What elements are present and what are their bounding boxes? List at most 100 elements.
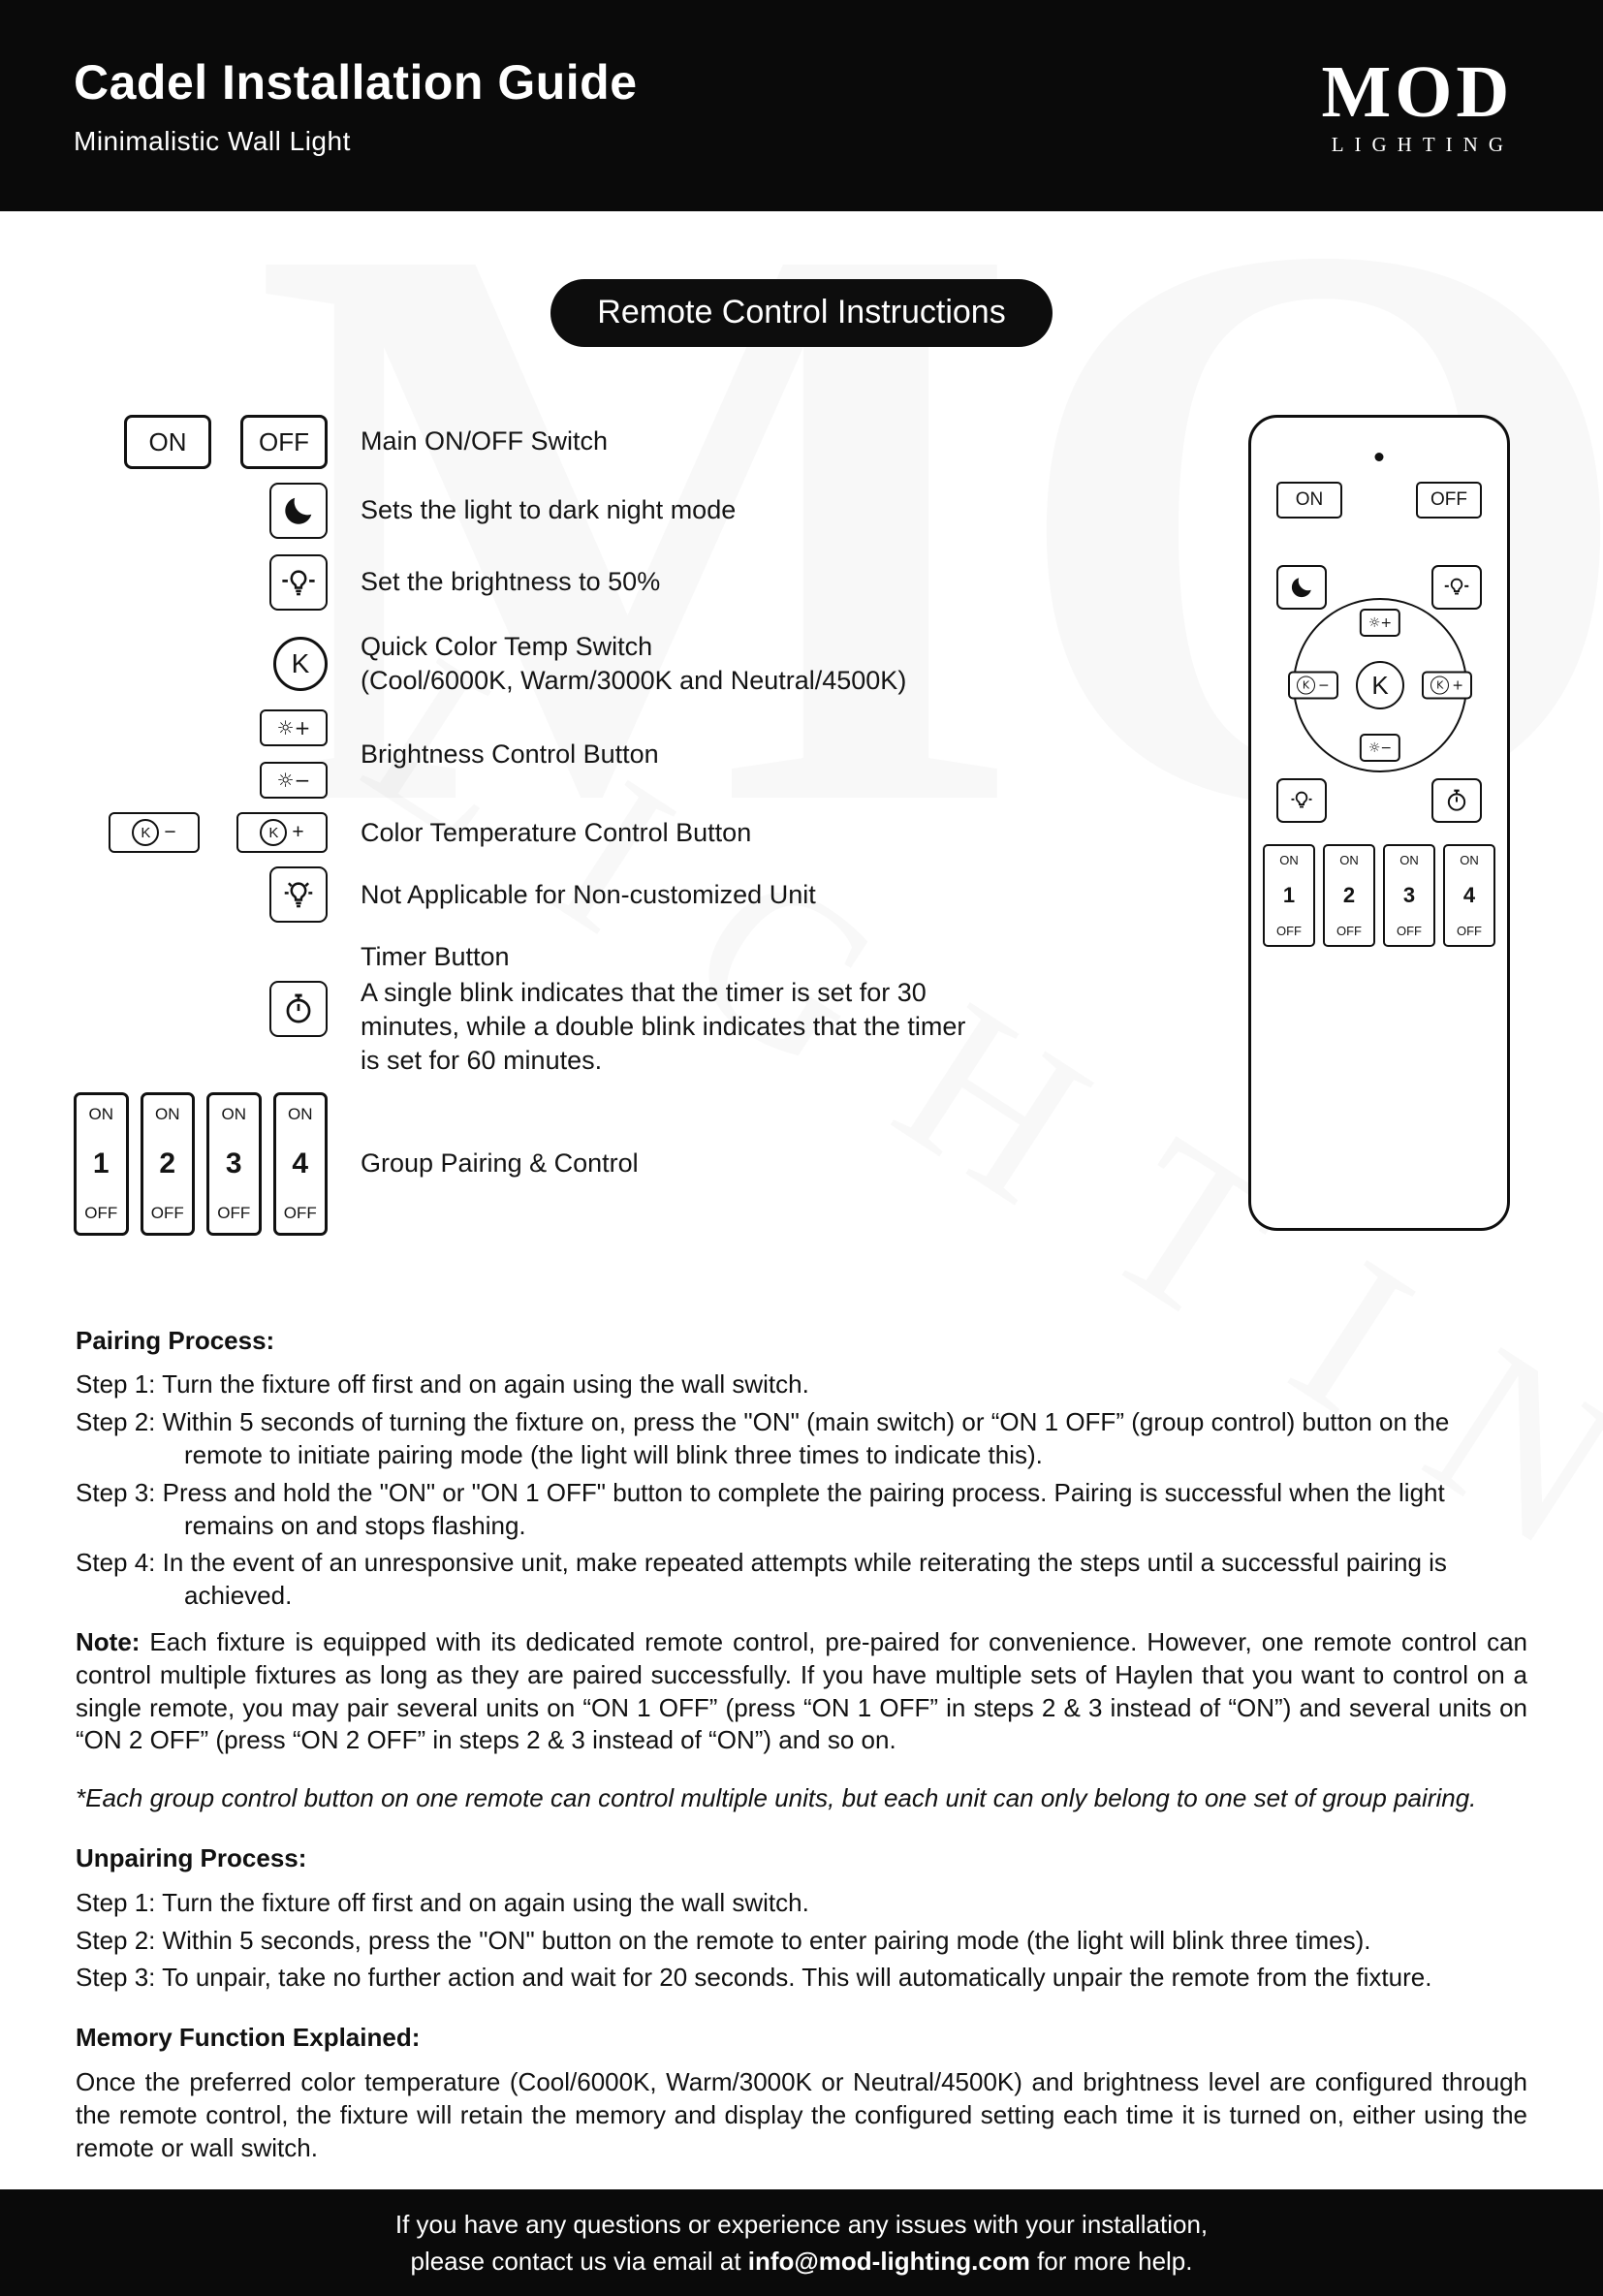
bulb-rays-icon [269, 866, 328, 924]
group-off-label: OFF [1457, 924, 1482, 938]
unpairing-step: Step 3: To unpair, take no further actio… [76, 1963, 1432, 1993]
unpairing-step: Step 2: Within 5 seconds, press the "ON"… [76, 1925, 1371, 1955]
contact-email-link[interactable]: info@mod-lighting.com [747, 2246, 1030, 2276]
k-circle-icon: K [260, 819, 288, 847]
group-number: 1 [1282, 883, 1296, 907]
group-off-label: OFF [1397, 924, 1422, 938]
group-on-label: ON [221, 1104, 247, 1123]
group-number: 2 [1342, 883, 1356, 907]
group-number: 2 [159, 1147, 176, 1179]
color-temp-minus-button: K − [109, 812, 200, 854]
minus-sign: − [1318, 677, 1330, 693]
brand-logo-main: MOD [1321, 50, 1514, 133]
plus-sign: + [292, 821, 304, 844]
group-off-label: OFF [150, 1203, 184, 1222]
timer-icon [1431, 778, 1482, 823]
legend-row-brightness-50: Set the brightness to 50% [74, 554, 990, 611]
legend-label: Sets the light to dark night mode [361, 495, 737, 525]
color-temp-plus-button: K + [1422, 671, 1472, 700]
timer-description: A single blink indicates that the timer … [361, 978, 966, 1076]
legend-row-brightness-control: ☼+ ☼− Brightness Control Button [74, 709, 990, 800]
pairing-step: Step 1: Turn the fixture off first and o… [76, 1369, 809, 1400]
group-off-label: OFF [1336, 924, 1362, 938]
unpairing-process-title: Unpairing Process: [76, 1842, 307, 1872]
memory-function-title: Memory Function Explained: [76, 2023, 421, 2053]
remote-group-buttons: ON 1 OFF ON 2 OFF ON 3 OFF ON 4 OFF [1251, 844, 1507, 947]
remote-instructions-section: ON OFF Main ON/OFF Switch Sets the light… [0, 415, 1603, 1236]
icon-cell [74, 483, 328, 539]
group-on-label: ON [1399, 853, 1419, 867]
footer: If you have any questions or experience … [0, 2189, 1603, 2296]
group-on-label: ON [88, 1104, 114, 1123]
group-pairing-footnote: *Each group control button on one remote… [76, 1783, 1477, 1813]
brightness-plus-button: ☼+ [260, 709, 328, 747]
group-buttons: ON 1 OFF ON 2 OFF ON 3 OFF [74, 1091, 328, 1236]
brand-logo-sub: LIGHTING [1331, 132, 1514, 156]
off-button: OFF [1416, 482, 1482, 519]
remote-control-illustration: ON OFF ☼+ ☼− [1248, 415, 1510, 1231]
brightness-minus-button: ☼− [260, 762, 328, 800]
on-button: ON [1276, 482, 1342, 519]
group-off-label: OFF [1276, 924, 1302, 938]
group-on-label: ON [1339, 853, 1359, 867]
off-button: OFF [240, 415, 328, 469]
group-button-2: ON 2 OFF [140, 1091, 195, 1236]
pairing-note: Note: Each fixture is equipped with its … [76, 1626, 1527, 1757]
legend-label: Set the brightness to 50% [361, 567, 661, 597]
group-off-label: OFF [283, 1203, 317, 1222]
group-number: 4 [1462, 883, 1476, 907]
unpairing-step: Step 1: Turn the fixture off first and o… [76, 1887, 809, 1917]
legend-label: Brightness Control Button [361, 739, 659, 769]
footer-line1: If you have any questions or experience … [394, 2209, 1209, 2239]
page-title: Cadel Installation Guide [74, 55, 638, 110]
color-temp-plus-button: K + [236, 812, 328, 854]
icon-cell [74, 554, 328, 611]
k-circle-icon: K [1430, 676, 1450, 695]
header-titles: Cadel Installation Guide Minimalistic Wa… [74, 54, 638, 157]
group-number: 4 [292, 1147, 309, 1179]
k-circle-icon: K [273, 637, 328, 692]
pairing-process-title: Pairing Process: [76, 1325, 275, 1355]
on-button: ON [124, 415, 211, 469]
instructions-text: Pairing Process: Step 1: Turn the fixtur… [0, 1325, 1603, 2190]
memory-function-text: Once the preferred color temperature (Co… [76, 2066, 1527, 2162]
group-number: 3 [1402, 883, 1416, 907]
icon-cell: K [74, 637, 328, 692]
footer-line2-pre: please contact us via email at [410, 2246, 748, 2276]
remote-utility-row [1251, 778, 1507, 823]
k-center-button: K [1356, 661, 1404, 709]
minus-sign: − [164, 821, 176, 844]
k-circle-icon: K [132, 819, 160, 847]
brightness-buttons: ☼+ ☼− [260, 709, 328, 800]
brightness-plus-button: ☼+ [1359, 609, 1401, 637]
remote-control-pad: ☼+ ☼− K − K + K [1288, 598, 1472, 772]
group-off-label: OFF [84, 1203, 118, 1222]
bulb-50-icon [1431, 565, 1482, 610]
group-button-1: ON 1 OFF [1263, 844, 1315, 947]
group-on-label: ON [155, 1104, 180, 1123]
timer-title: Timer Button [361, 942, 510, 972]
note-text: Each fixture is equipped with its dedica… [76, 1626, 1527, 1755]
plus-sign: + [1452, 677, 1463, 693]
bulb-rays-icon [1276, 778, 1327, 823]
legend-row-timer: Timer Button A single blink indicates th… [74, 940, 990, 1078]
page-subtitle: Minimalistic Wall Light [74, 126, 351, 156]
legend-row-night-mode: Sets the light to dark night mode [74, 483, 990, 539]
brightness-minus-button: ☼− [1359, 734, 1401, 762]
group-button-1: ON 1 OFF [74, 1091, 129, 1236]
icon-cell: ☼+ ☼− [74, 709, 328, 800]
legend-label: Not Applicable for Non-customized Unit [361, 879, 816, 909]
icon-cell: ON OFF [74, 415, 328, 469]
legend-label: Timer Button A single blink indicates th… [361, 940, 990, 1078]
header: Cadel Installation Guide Minimalistic Wa… [0, 0, 1603, 211]
led-indicator-dot [1374, 453, 1384, 461]
group-number: 1 [92, 1147, 110, 1179]
group-on-label: ON [288, 1104, 313, 1123]
pairing-step: Step 2: Within 5 seconds of turning the … [76, 1407, 1450, 1469]
legend-label: Group Pairing & Control [361, 1148, 639, 1179]
k-circle-icon: K [1297, 676, 1315, 695]
pairing-step: Step 3: Press and hold the "ON" or "ON 1… [76, 1477, 1445, 1540]
section-badge: Remote Control Instructions [550, 279, 1053, 347]
group-off-label: OFF [217, 1203, 251, 1222]
